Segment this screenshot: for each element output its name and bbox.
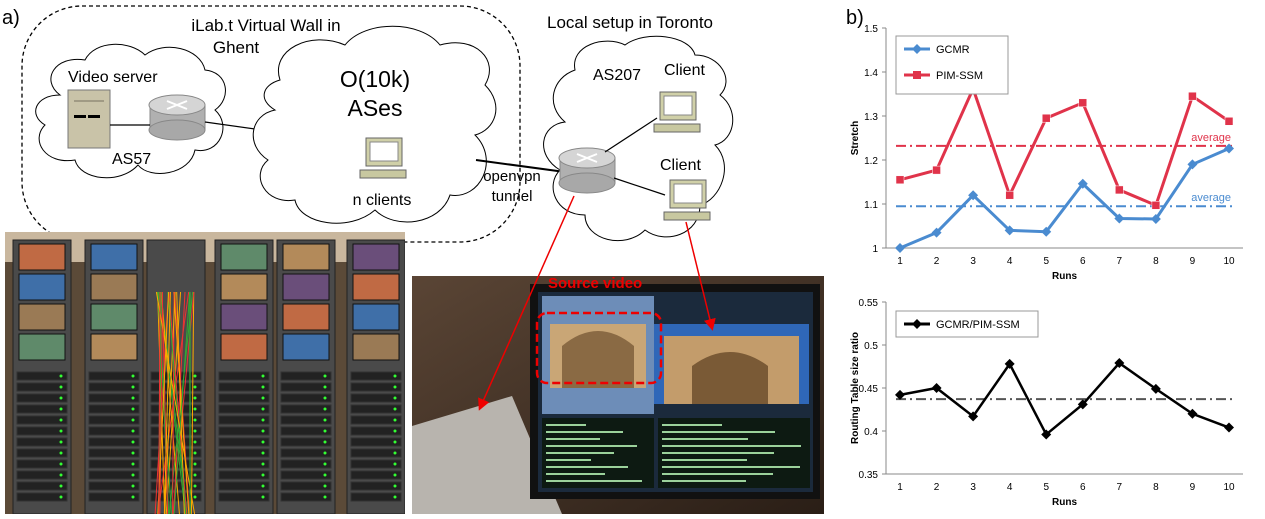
ases-label-line2: ASes <box>348 95 403 121</box>
x-tick-label: 4 <box>1007 482 1013 493</box>
x-tick-label: 6 <box>1080 482 1086 493</box>
as57-label: AS57 <box>112 151 151 168</box>
x-tick-label: 1 <box>897 256 903 267</box>
ghent-title-line1: iLab.t Virtual Wall in <box>191 16 340 35</box>
charts-svg: b) 11.11.21.31.41.512345678910RunsStretc… <box>838 0 1265 514</box>
y-tick-label: 0.55 <box>859 298 879 309</box>
x-tick-label: 10 <box>1223 482 1235 493</box>
toronto-title: Local setup in Toronto <box>547 13 713 32</box>
client-monitor-photo: Source video <box>412 276 824 514</box>
as207-label: AS207 <box>593 67 641 84</box>
series-line-PIM-SSM <box>900 89 1229 206</box>
data-point <box>896 176 904 184</box>
y-tick-label: 0.35 <box>859 470 879 481</box>
x-axis-label: Runs <box>1052 497 1077 508</box>
pc-icon-client-top <box>654 92 700 132</box>
x-tick-label: 9 <box>1190 482 1196 493</box>
x-tick-label: 2 <box>934 256 940 267</box>
pc-icon-client-bottom <box>664 180 710 220</box>
y-tick-label: 1.1 <box>864 200 878 211</box>
data-point <box>1006 191 1014 199</box>
panel-b: b) 11.11.21.31.41.512345678910RunsStretc… <box>838 0 1265 514</box>
x-tick-label: 5 <box>1043 256 1049 267</box>
n-clients-label: n clients <box>353 192 412 209</box>
panel-a: a) iLab.t Virtual Wall in Ghent Video se… <box>0 0 830 514</box>
router-icon-ghent <box>149 95 205 140</box>
x-tick-label: 6 <box>1080 256 1086 267</box>
x-tick-label: 1 <box>897 482 903 493</box>
average-label: average <box>1191 132 1231 144</box>
y-tick-label: 1.2 <box>864 156 878 167</box>
pc-icon-n-clients <box>360 138 406 178</box>
y-tick-label: 1 <box>872 244 878 255</box>
panel-label-a: a) <box>2 7 20 29</box>
series-line-GCMR <box>900 149 1229 248</box>
ases-label-line1: O(10k) <box>340 66 410 92</box>
panel-label-b: b) <box>846 7 864 29</box>
client-top-label: Client <box>664 62 705 79</box>
data-point <box>1224 423 1234 433</box>
data-point <box>1042 114 1050 122</box>
average-label: average <box>1191 192 1231 204</box>
x-tick-label: 8 <box>1153 256 1159 267</box>
data-point <box>895 243 905 253</box>
legend-label: PIM-SSM <box>936 70 983 82</box>
tunnel-label-line1: openvpn <box>483 168 541 185</box>
client-bottom-label: Client <box>660 157 701 174</box>
data-point <box>1079 99 1087 107</box>
server-icon <box>68 90 110 148</box>
x-tick-label: 7 <box>1117 256 1123 267</box>
y-tick-label: 0.4 <box>864 427 878 438</box>
legend-marker <box>913 71 921 79</box>
x-tick-label: 2 <box>934 482 940 493</box>
y-axis-label: Routing Table size ratio <box>850 332 861 444</box>
monitor-photo-render: Source video <box>412 276 824 514</box>
legend-label: GCMR <box>936 44 970 56</box>
x-tick-label: 7 <box>1117 482 1123 493</box>
y-tick-label: 0.5 <box>864 341 878 352</box>
data-point <box>1152 201 1160 209</box>
x-tick-label: 8 <box>1153 482 1159 493</box>
x-tick-label: 3 <box>970 482 976 493</box>
router-icon-toronto <box>559 148 615 193</box>
x-axis-label: Runs <box>1052 271 1077 282</box>
tunnel-label-line2: tunnel <box>492 188 533 205</box>
y-tick-label: 0.45 <box>859 384 879 395</box>
video-server-label: Video server <box>68 69 158 86</box>
data-point <box>1115 186 1123 194</box>
x-tick-label: 5 <box>1043 482 1049 493</box>
x-tick-label: 10 <box>1223 256 1235 267</box>
legend-label: GCMR/PIM-SSM <box>936 319 1020 331</box>
x-tick-label: 3 <box>970 256 976 267</box>
data-point <box>933 166 941 174</box>
x-tick-label: 9 <box>1190 256 1196 267</box>
data-point <box>1188 92 1196 100</box>
rack-photo-render <box>5 232 405 514</box>
source-video-label: Source video <box>548 276 642 292</box>
ghent-title-line2: Ghent <box>213 38 260 57</box>
y-tick-label: 1.3 <box>864 112 878 123</box>
y-axis-label: Stretch <box>850 121 861 155</box>
y-tick-label: 1.4 <box>864 68 878 79</box>
data-point <box>1225 117 1233 125</box>
virtual-wall-photo <box>5 232 405 514</box>
x-tick-label: 4 <box>1007 256 1013 267</box>
y-tick-label: 1.5 <box>864 24 878 35</box>
